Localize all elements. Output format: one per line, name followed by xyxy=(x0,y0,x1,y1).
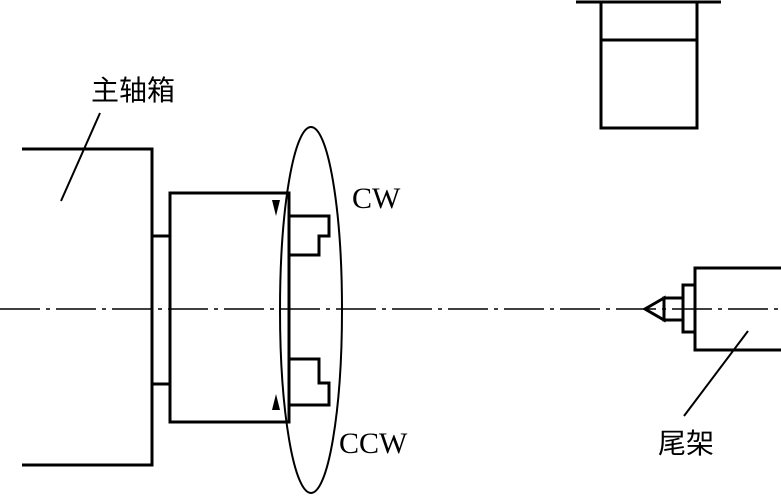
tool-post xyxy=(576,0,721,130)
tailstock-leader-line xyxy=(683,330,749,417)
tailstock-label: 尾架 xyxy=(658,427,714,460)
lower-jaw xyxy=(289,357,331,407)
tailstock xyxy=(642,266,781,352)
headstock-body xyxy=(22,147,154,467)
headstock-label: 主轴箱 xyxy=(91,74,175,107)
ccw-label: CCW xyxy=(339,427,408,460)
tailstock-center-point xyxy=(642,295,666,323)
rotation-ellipse xyxy=(279,126,343,494)
cw-label: CW xyxy=(352,182,401,215)
chuck-body xyxy=(168,191,291,424)
headstock-leader-line xyxy=(60,112,101,202)
cw-arrow-icon xyxy=(272,200,280,216)
upper-jaw xyxy=(289,214,331,257)
headstock xyxy=(22,147,170,467)
tool-post-body xyxy=(599,0,699,130)
ccw-arrow-icon xyxy=(272,394,280,410)
